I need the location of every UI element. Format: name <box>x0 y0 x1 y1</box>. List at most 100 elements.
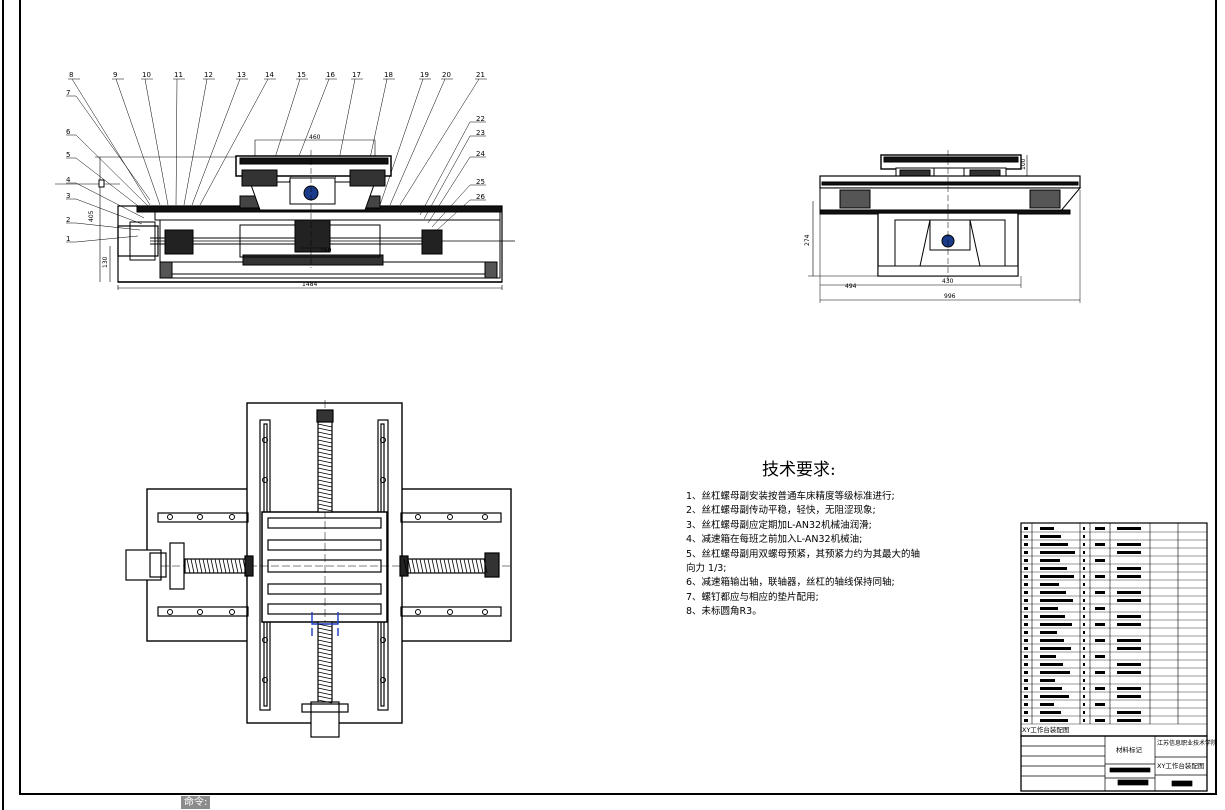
table-cell-mark <box>1024 631 1028 634</box>
table-cell-mark <box>1024 559 1028 562</box>
dimension-width: 1484 <box>302 281 317 288</box>
table-cell-mark <box>1117 663 1141 666</box>
leader-line <box>199 78 269 206</box>
thread-mark <box>317 447 333 452</box>
table-cell-mark <box>1024 583 1028 586</box>
part-label: 23 <box>476 129 485 137</box>
table-cell-mark <box>1083 551 1085 554</box>
table-cell-mark <box>1024 663 1028 666</box>
thread-mark <box>317 663 333 668</box>
table-cell-mark <box>1095 639 1105 642</box>
part-label: 8 <box>69 71 73 79</box>
thread-mark <box>431 558 436 574</box>
table-cell-mark <box>1040 631 1057 634</box>
dimension-width: 996 <box>944 293 956 300</box>
thread-mark <box>407 558 412 574</box>
thread-mark <box>317 699 333 704</box>
thread-mark <box>317 635 333 640</box>
leader-line <box>75 198 143 225</box>
thread-mark <box>455 558 460 574</box>
table-cell-mark <box>1095 623 1105 626</box>
drawing-frame <box>19 0 1217 795</box>
thread-mark <box>317 491 333 496</box>
thread-mark <box>317 455 333 460</box>
table-cell-mark <box>1117 623 1141 626</box>
parts-list-rows <box>1021 527 1207 725</box>
thread-mark <box>479 558 484 574</box>
leader-line <box>71 78 151 206</box>
thread-mark <box>317 471 333 476</box>
thread-mark <box>467 558 472 574</box>
table-cell-mark <box>1040 655 1056 658</box>
dimension-height: 274 <box>804 234 811 246</box>
table-cell-mark <box>1024 551 1028 554</box>
tech-requirements-list: 1、丝杠螺母副安装按普通车床精度等级标准进行; 2、丝杠螺母副传动平稳，轻快，无… <box>686 490 926 620</box>
table-cell-mark <box>1095 575 1105 578</box>
thread-mark <box>317 439 333 444</box>
front-view-labels: 8 9 10 11 12 13 14 15 16 17 18 19 20 21 … <box>66 71 485 288</box>
table-cell-mark <box>1117 671 1141 674</box>
table-cell-mark <box>1083 703 1085 706</box>
table-cell-mark <box>1095 543 1105 546</box>
thread-mark <box>317 479 333 484</box>
thread-mark <box>317 475 333 480</box>
leader-line <box>115 78 161 206</box>
table-cell-mark <box>1083 623 1085 626</box>
thread-mark <box>317 487 333 492</box>
table-cell-mark <box>1040 687 1062 690</box>
table-cell-mark <box>1083 711 1085 714</box>
leader-line <box>389 78 446 206</box>
thread-mark <box>427 558 432 574</box>
table-cell-mark <box>1117 591 1141 594</box>
table-cell-mark <box>1040 623 1072 626</box>
thread-mark <box>206 558 211 574</box>
table-cell-mark <box>1117 687 1141 690</box>
thread-mark <box>194 558 199 574</box>
thread-mark <box>218 558 223 574</box>
table-cell-mark <box>1095 559 1105 562</box>
screw-hole <box>447 609 453 615</box>
leader-line <box>379 78 424 206</box>
leader-line <box>183 78 208 206</box>
parts-list-caption: XY工作台装配图 <box>1022 725 1069 734</box>
requirement-item: 5、丝杠螺母副用双螺母预紧，其预紧力约为其最大的轴向力 1/3; <box>686 548 921 575</box>
screw-hole <box>197 609 203 615</box>
table-cell-mark <box>1083 567 1085 570</box>
dimension-small: 100 <box>1020 158 1027 170</box>
part-label: 25 <box>476 178 485 186</box>
screw-hole <box>380 637 386 643</box>
table-cell-mark <box>1024 535 1028 538</box>
thread-mark <box>447 558 452 574</box>
thread-mark <box>435 558 440 574</box>
screw-hole <box>262 677 268 683</box>
dimension-small: 160 <box>320 247 332 254</box>
table-cell-mark <box>1040 583 1059 586</box>
table-cell-mark <box>1040 591 1066 594</box>
side-view-labels: 996 494 430 274 100 <box>804 158 1027 300</box>
thread-mark <box>317 427 333 432</box>
requirement-item: 8、未标圆角R3。 <box>686 606 762 618</box>
thread-mark <box>317 667 333 672</box>
screw-hole <box>380 437 386 443</box>
table-cell-mark <box>1024 599 1028 602</box>
top-view <box>125 400 512 738</box>
thread-mark <box>317 507 333 512</box>
table-cell-mark <box>1040 647 1071 650</box>
table-cell-mark <box>1040 527 1054 530</box>
table-cell-mark <box>1117 543 1141 546</box>
thread-mark <box>483 558 488 574</box>
table-cell-mark <box>1117 711 1141 714</box>
table-cell-mark <box>1083 655 1085 658</box>
part-label: 10 <box>142 71 151 79</box>
thread-mark <box>451 558 456 574</box>
table-cell-mark <box>1024 695 1028 698</box>
command-prompt[interactable]: 命令: <box>181 796 211 809</box>
thread-mark <box>317 499 333 504</box>
requirement-item: 2、丝杠螺母副传动平稳，轻快，无阻涩现象; <box>686 505 876 517</box>
table-cell-mark <box>1024 703 1028 706</box>
part-label: 4 <box>66 176 71 184</box>
table-cell-mark <box>1083 719 1085 722</box>
part-label: 7 <box>66 89 70 97</box>
thread-mark <box>214 558 219 574</box>
